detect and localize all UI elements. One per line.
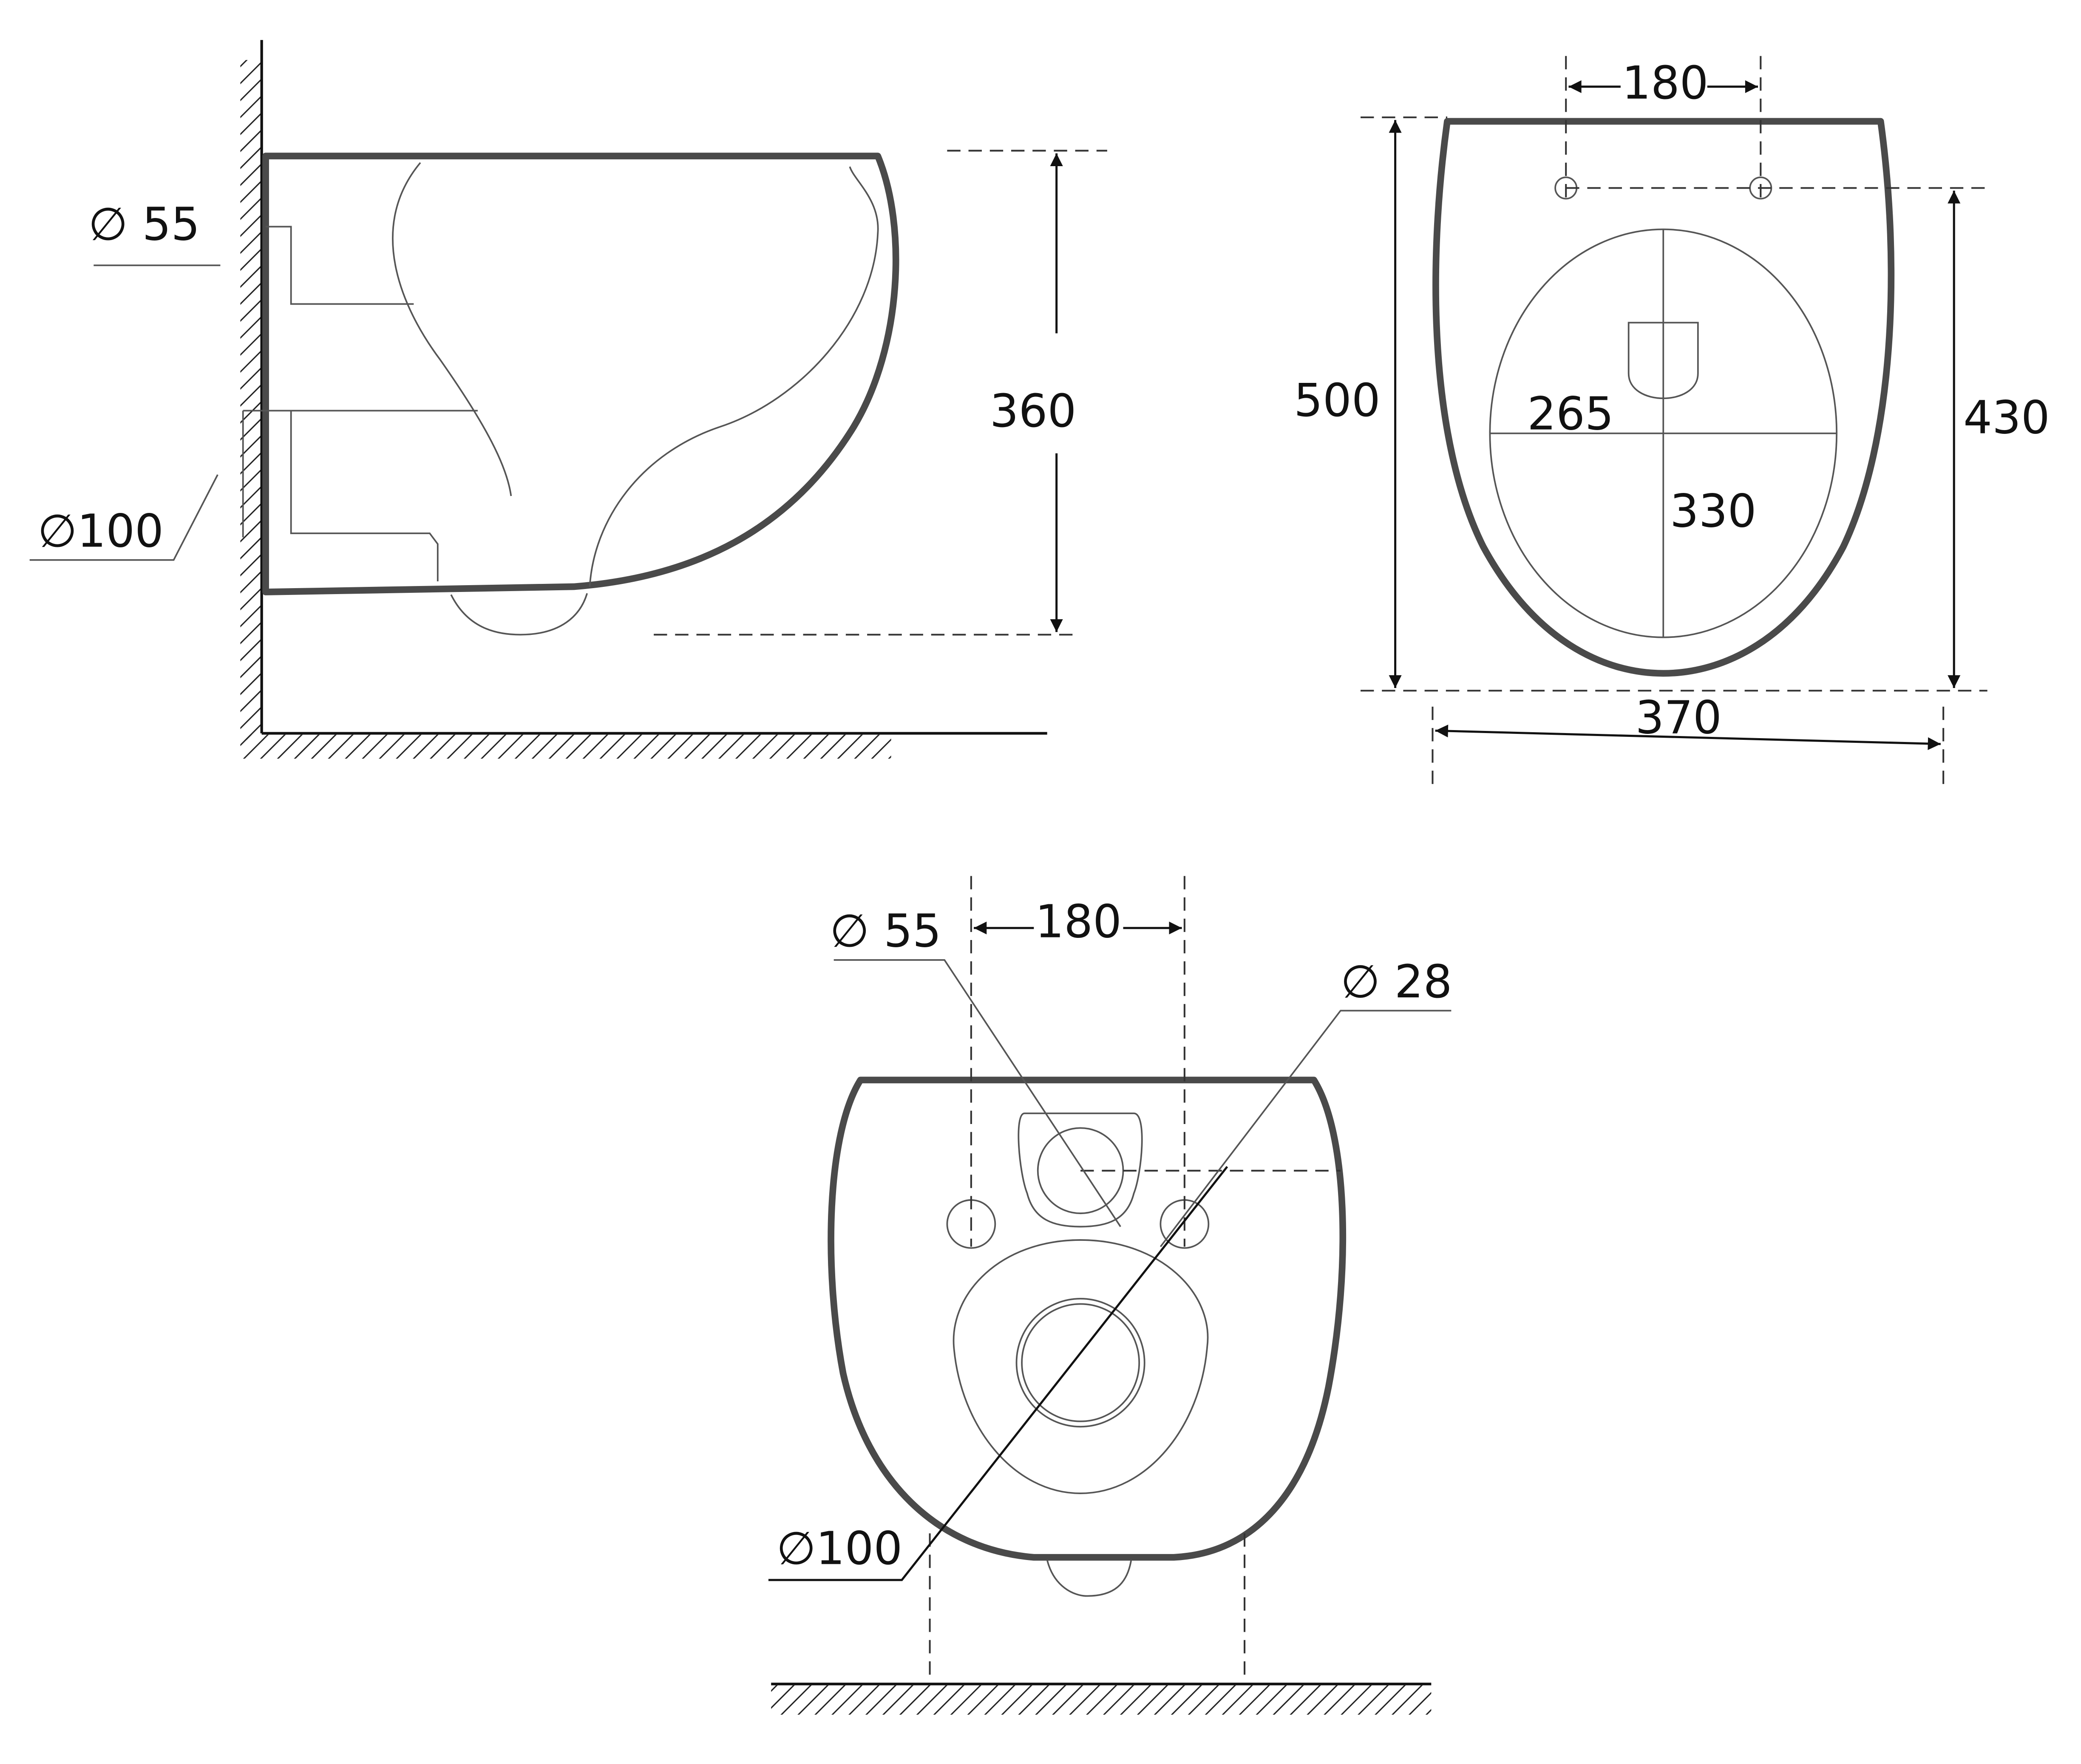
top-width-dim (1435, 725, 1941, 750)
side-outlet-small-label: ∅ 55 (88, 198, 200, 251)
side-view: ∅ 55 ∅100 360 (29, 40, 1107, 759)
side-bowl-outline (262, 153, 899, 595)
rear-outlet-leader (768, 1166, 1228, 1581)
rear-outlet-label: ∅100 (777, 1522, 902, 1575)
side-pipes (242, 226, 478, 581)
floor-hatch (240, 734, 891, 759)
top-width-label: 370 (1635, 692, 1722, 745)
side-bottom-foot (450, 593, 588, 636)
side-outlet-large-label: ∅100 (38, 505, 164, 558)
rear-fixing-spacing-label: 180 (1035, 896, 1122, 949)
rear-inlet-label: ∅ 55 (830, 905, 941, 958)
rear-floor-hatch (771, 1685, 1432, 1715)
top-bowl-outline (1432, 118, 1895, 677)
top-seat-length-label: 330 (1670, 485, 1757, 538)
top-fixing-spacing-label: 180 (1622, 57, 1709, 110)
rear-view: 180 ∅ 55 ∅ 28 ∅100 (768, 876, 1452, 1715)
rear-foot (1046, 1560, 1132, 1597)
rear-bowl-outline (828, 1076, 1347, 1561)
top-fixing-to-front-label: 430 (1963, 392, 2050, 445)
wall-hatch (240, 60, 262, 740)
rear-outlet-hole-outer (1015, 1298, 1145, 1428)
top-view: 180 500 430 265 330 370 (1294, 56, 2050, 787)
top-flush-outlet (1627, 322, 1699, 399)
top-seat-width-label: 265 (1527, 388, 1614, 440)
side-height-label: 360 (990, 385, 1077, 438)
rear-outlet-hole-inner (1021, 1303, 1140, 1422)
rear-fixing-hole-label: ∅ 28 (1341, 956, 1452, 1008)
top-length-label: 500 (1294, 374, 1381, 427)
rear-outlet-ring (953, 1239, 1209, 1494)
side-inner-curve (589, 166, 879, 587)
rear-inlet-housing (1018, 1112, 1143, 1228)
side-trap-line (392, 162, 512, 496)
